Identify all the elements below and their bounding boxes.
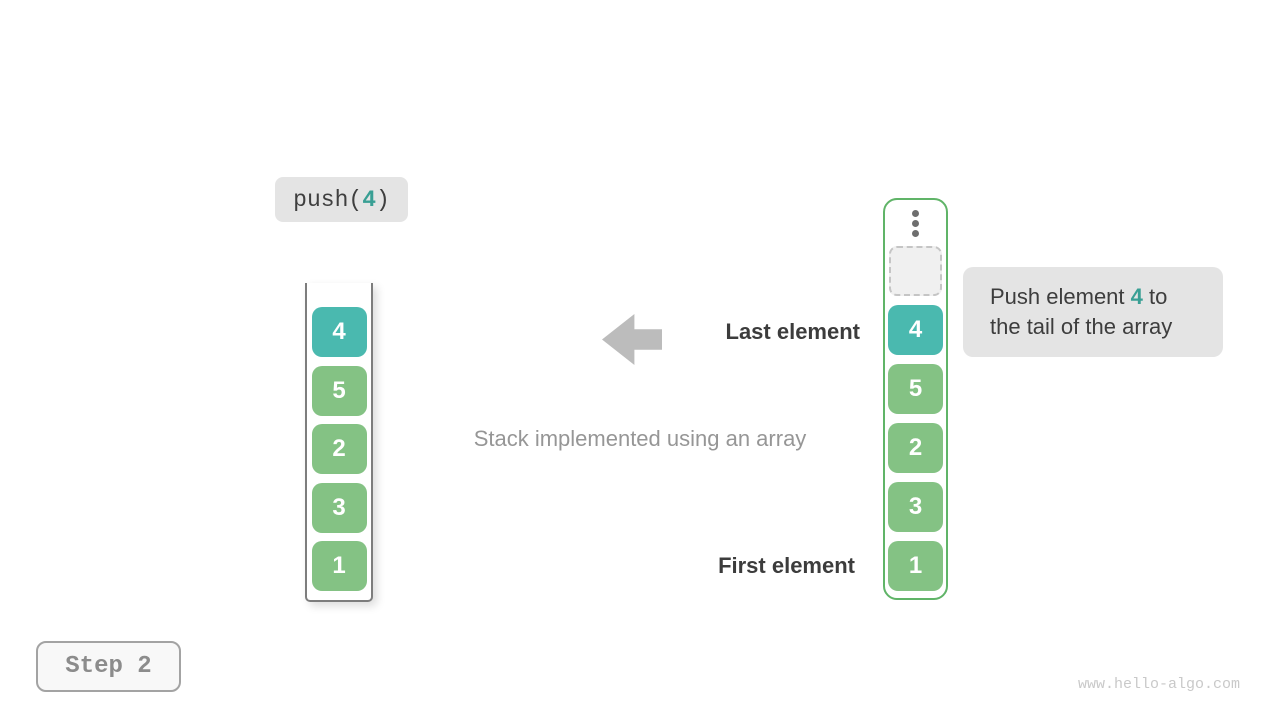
array-cell: 1	[888, 541, 943, 591]
array-cell-new: 4	[888, 305, 943, 355]
push-tooltip: Push element 4 to the tail of the array	[963, 267, 1223, 357]
array-cell: 2	[888, 423, 943, 473]
array-cell: 3	[888, 482, 943, 532]
stack-cell-top: 4	[311, 307, 367, 357]
vertical-ellipsis-icon	[912, 210, 919, 237]
dot	[912, 220, 919, 227]
tooltip-text-line2: the tail of the array	[990, 314, 1173, 339]
tooltip-text-suffix: to	[1142, 284, 1168, 309]
operation-label: push(4)	[275, 177, 408, 222]
stack-cell: 2	[311, 424, 367, 474]
stack-cell: 3	[311, 482, 367, 533]
operation-suffix: )	[376, 186, 390, 213]
dot	[912, 210, 919, 217]
dot	[912, 230, 919, 237]
operation-prefix: push(	[293, 186, 363, 213]
first-element-label: First element	[718, 553, 855, 578]
operation-argument: 4	[362, 186, 376, 213]
array-cell: 5	[888, 364, 943, 414]
stack-cell-bottom: 1	[311, 541, 367, 591]
array-stack-container: 4 5 2 3 1	[305, 283, 373, 602]
step-badge: Step 2	[36, 641, 181, 692]
array-memory-container: 4 5 2 3 1	[883, 198, 948, 600]
stack-cell: 5	[311, 365, 367, 416]
caption-text: Stack implemented using an array	[473, 426, 807, 451]
last-element-label: Last element	[725, 319, 861, 344]
tooltip-highlight-value: 4	[1130, 284, 1143, 309]
watermark-url: www.hello-algo.com	[1077, 676, 1240, 693]
empty-slot-placeholder	[889, 246, 942, 296]
tooltip-text-prefix: Push element	[990, 284, 1131, 309]
